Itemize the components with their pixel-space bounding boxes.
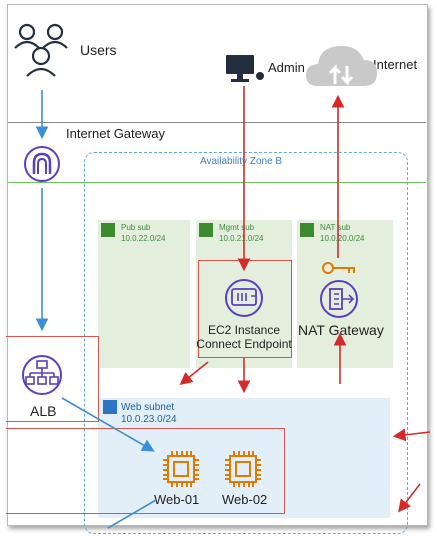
web-subnet <box>98 398 390 518</box>
mgmt-subnet-lock-icon <box>199 223 213 237</box>
pub-subnet-cidr: 10.0.22.0/24 <box>121 234 166 243</box>
nat-gateway-icon <box>320 280 358 318</box>
ec2-endpoint-icon <box>225 279 263 317</box>
web-subnet-lock-icon <box>103 400 117 414</box>
admin-label: Admin <box>268 60 305 75</box>
pub-subnet-lock-icon <box>101 223 115 237</box>
endpoint-to-pub-arrow <box>179 361 209 386</box>
users-label: Users <box>80 42 117 58</box>
web-instances-highlight-box <box>6 428 285 514</box>
web-outgoing-blue-line <box>107 499 157 529</box>
users-icon <box>14 23 68 77</box>
pub-subnet-name: Pub sub <box>121 223 151 232</box>
internet-label: Internet <box>373 57 418 72</box>
alb-highlight-box <box>6 336 99 422</box>
right-incoming-arrow-2 <box>398 483 421 513</box>
nat-subnet-lock-icon <box>300 223 314 237</box>
admin-monitor-icon <box>226 55 264 82</box>
web02-label: Web-02 <box>222 492 268 507</box>
alb-icon <box>22 355 62 395</box>
internet-cloud-icon <box>306 46 377 86</box>
internet-gateway-label: Internet Gateway <box>66 126 165 141</box>
mgmt-subnet-name: Mgmt sub <box>219 223 255 232</box>
pub-subnet <box>98 220 190 368</box>
web01-label: Web-01 <box>154 492 200 507</box>
web-subnet-cidr: 10.0.23.0/24 <box>121 414 177 425</box>
vpc-green-line <box>8 182 426 183</box>
alb-label: ALB <box>30 403 57 419</box>
alb-to-web-arrow <box>61 397 155 452</box>
gateway-gray-line <box>8 122 426 123</box>
availability-zone-box <box>84 152 408 534</box>
nat-subnet-cidr: 10.0.20.0/24 <box>320 234 365 243</box>
right-incoming-arrow-1 <box>392 428 431 442</box>
web02-chip-icon <box>225 451 261 487</box>
internet-gateway-icon <box>24 146 60 182</box>
mgmt-subnet-cidr: 10.0.21.0/24 <box>219 234 264 243</box>
availability-zone-label: Availability Zone B <box>200 156 283 167</box>
ec2-endpoint-label-line1: EC2 Instance <box>207 323 281 337</box>
web-subnet-name: Web subnet <box>121 402 175 413</box>
nat-gateway-label: NAT Gateway <box>298 322 384 338</box>
ec2-endpoint-label-line2: Connect Endpoint <box>196 337 292 351</box>
nat-subnet-name: NAT sub <box>320 223 351 232</box>
web01-chip-icon <box>163 451 199 487</box>
nat-key-icon <box>322 262 355 274</box>
